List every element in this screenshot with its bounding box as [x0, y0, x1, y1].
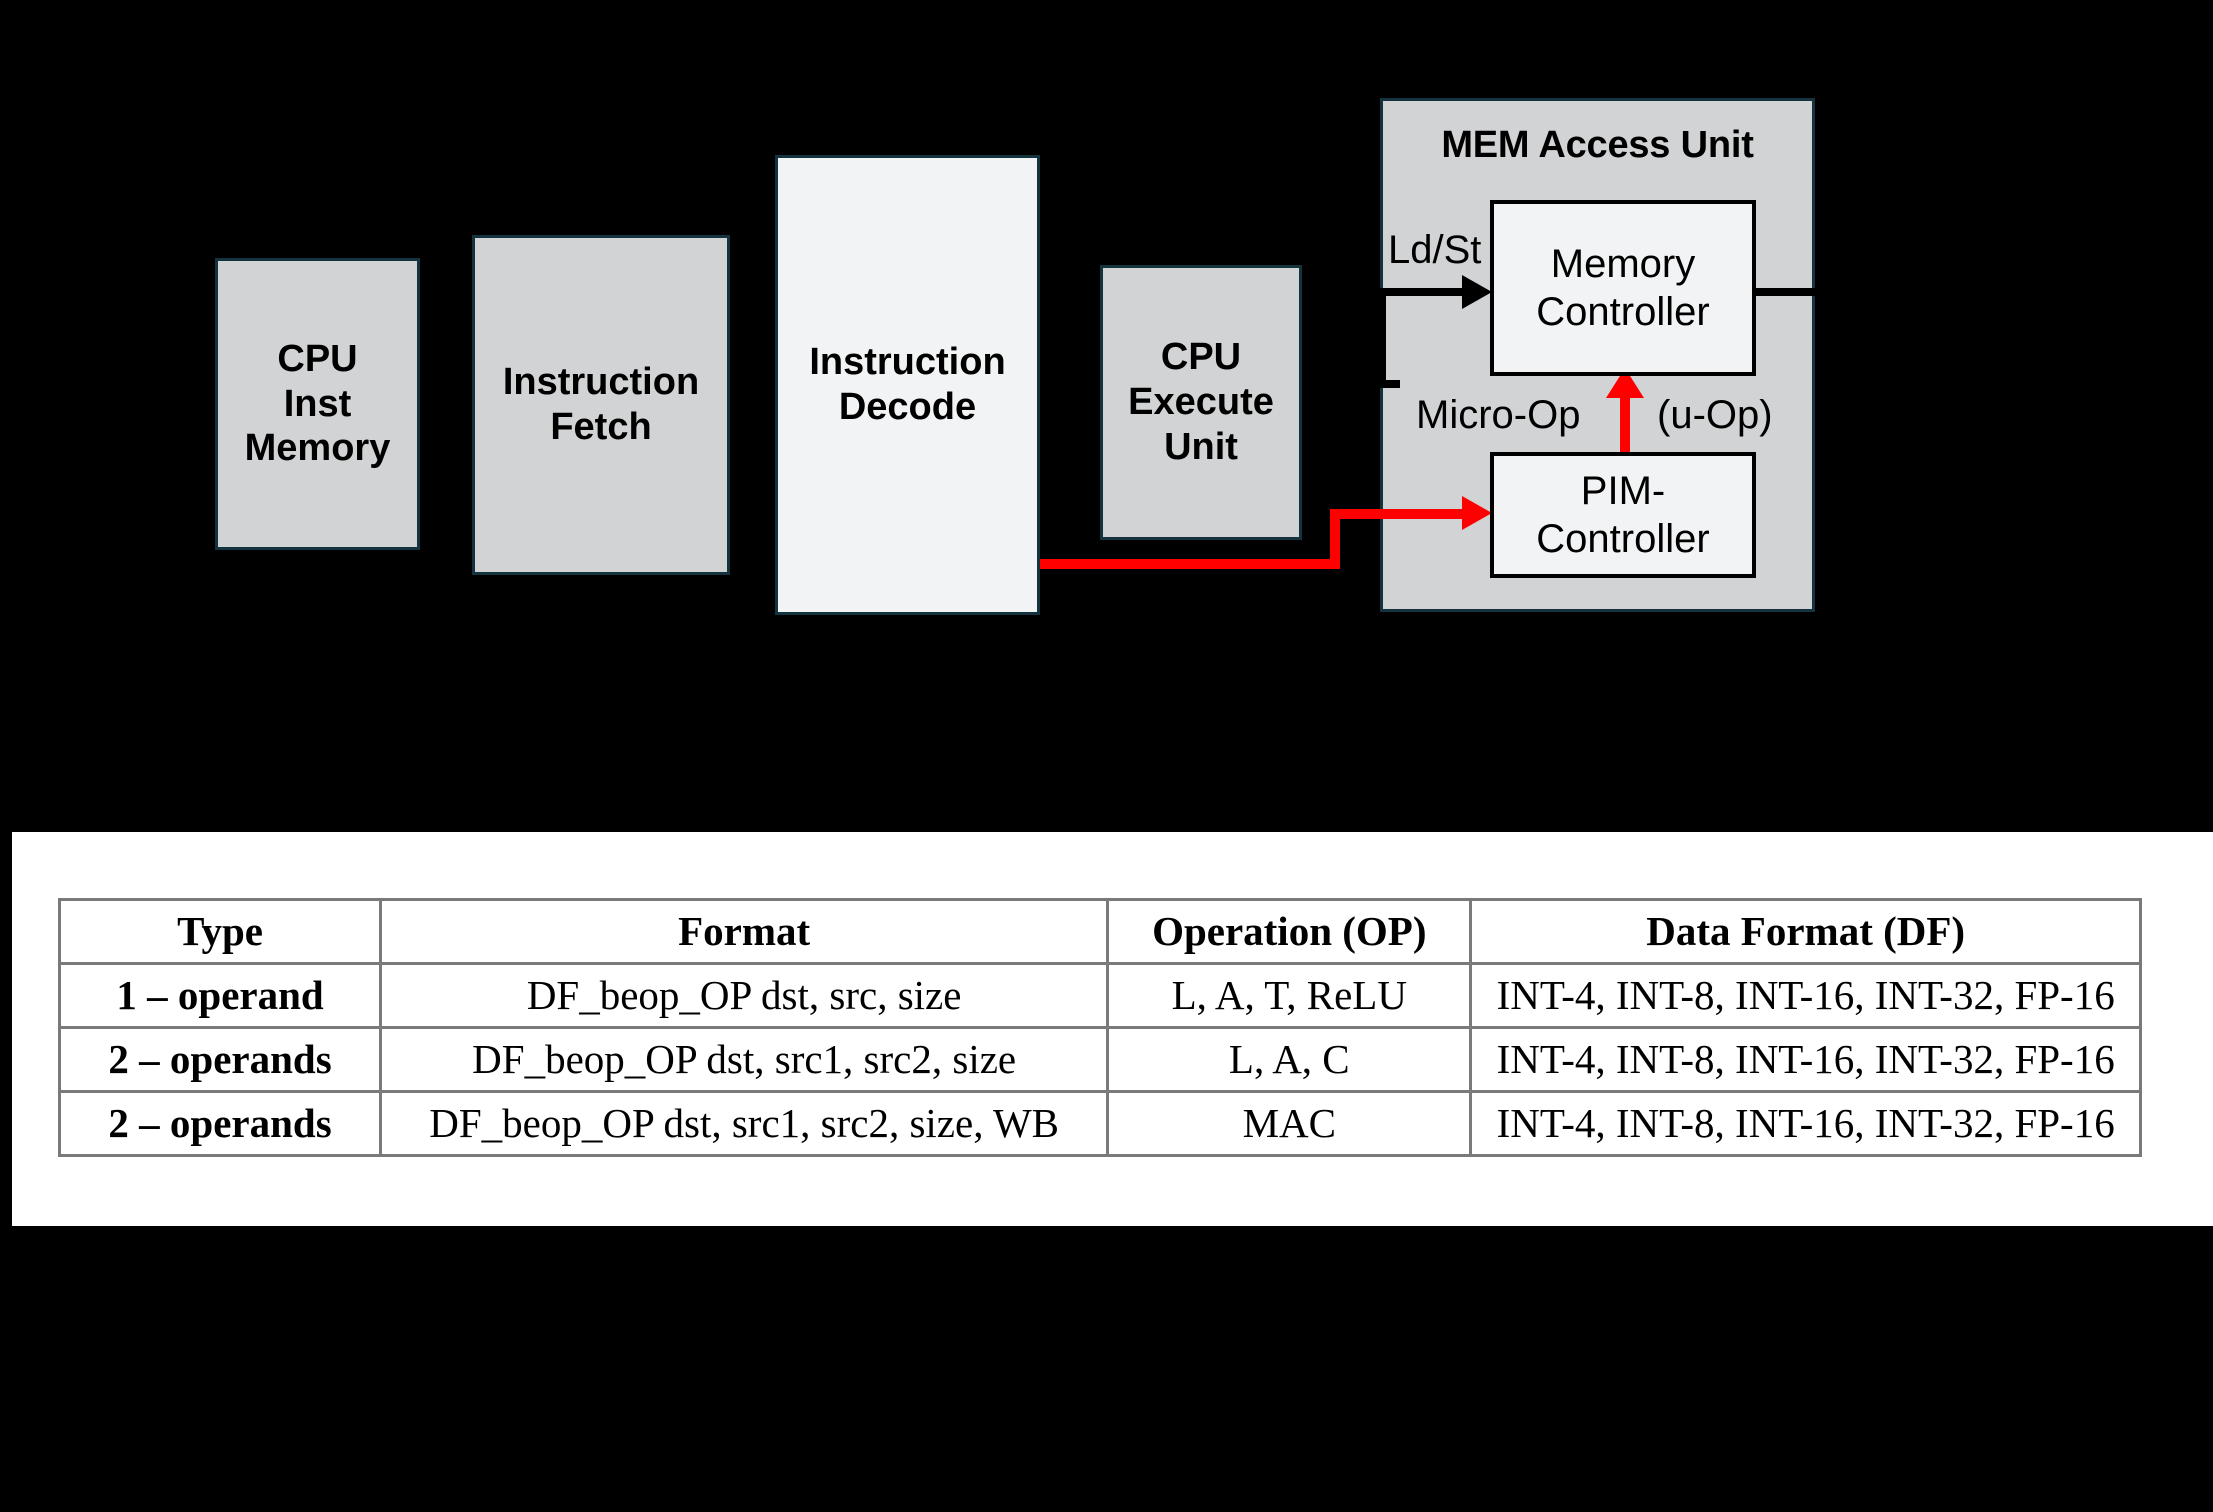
cell-type: 2 – operands [57, 1090, 383, 1158]
table-row: 2 – operands DF_beop_OP dst, src1, src2,… [57, 1026, 2142, 1094]
table-header-operation: Operation (OP) [1106, 897, 1473, 966]
table-header-row: Type Format Operation (OP) Data Format (… [57, 897, 2142, 966]
isa-instruction-table: Type Format Operation (OP) Data Format (… [57, 897, 2142, 1158]
isa-table-panel: Type Format Operation (OP) Data Format (… [12, 832, 2213, 1226]
table-header-type: Type [57, 897, 383, 966]
memory-controller-output-wire [1756, 288, 1886, 296]
decode-to-pim-wire-segment-3 [1330, 509, 1472, 519]
decode-to-pim-arrowhead-icon [1462, 496, 1492, 530]
cell-operation: L, A, T, ReLU [1106, 962, 1473, 1030]
mem-access-unit-title: MEM Access Unit [1441, 124, 1754, 166]
cell-format: DF_beop_OP dst, src1, src2, size, WB [379, 1090, 1110, 1158]
label-ldst: Ld/St [1388, 228, 1482, 272]
cell-data-format: INT-4, INT-8, INT-16, INT-32, FP-16 [1469, 1090, 2142, 1158]
uop-wire-vertical [1620, 392, 1630, 454]
cell-type: 2 – operands [57, 1026, 383, 1094]
cell-data-format: INT-4, INT-8, INT-16, INT-32, FP-16 [1469, 1026, 2142, 1094]
cell-operation: MAC [1106, 1090, 1473, 1158]
cell-type: 1 – operand [57, 962, 383, 1030]
ldst-wire-horizontal [1386, 288, 1472, 296]
ldst-arrowhead-icon [1462, 275, 1492, 309]
block-label-pim-controller: PIM-Controller [1536, 469, 1710, 561]
cell-operation: L, A, C [1106, 1026, 1473, 1094]
label-u-op: (u-Op) [1657, 393, 1773, 437]
label-micro-op: Micro-Op [1416, 393, 1581, 437]
decode-to-pim-wire-segment-1 [1040, 559, 1340, 569]
decode-to-pim-wire-segment-2 [1330, 509, 1340, 567]
cell-format: DF_beop_OP dst, src, size [379, 962, 1110, 1030]
ldst-wire-stub [1378, 380, 1400, 388]
table-header-data-format: Data Format (DF) [1469, 897, 2142, 966]
table-row: 2 – operands DF_beop_OP dst, src1, src2,… [57, 1090, 2142, 1158]
table-row: 1 – operand DF_beop_OP dst, src, size L,… [57, 962, 2142, 1030]
table-header-format: Format [379, 897, 1110, 966]
ldst-wire-vertical [1378, 288, 1386, 388]
cell-data-format: INT-4, INT-8, INT-16, INT-32, FP-16 [1469, 962, 2142, 1030]
block-pim-controller: PIM-Controller [1490, 452, 1756, 578]
cell-format: DF_beop_OP dst, src1, src2, size [379, 1026, 1110, 1094]
